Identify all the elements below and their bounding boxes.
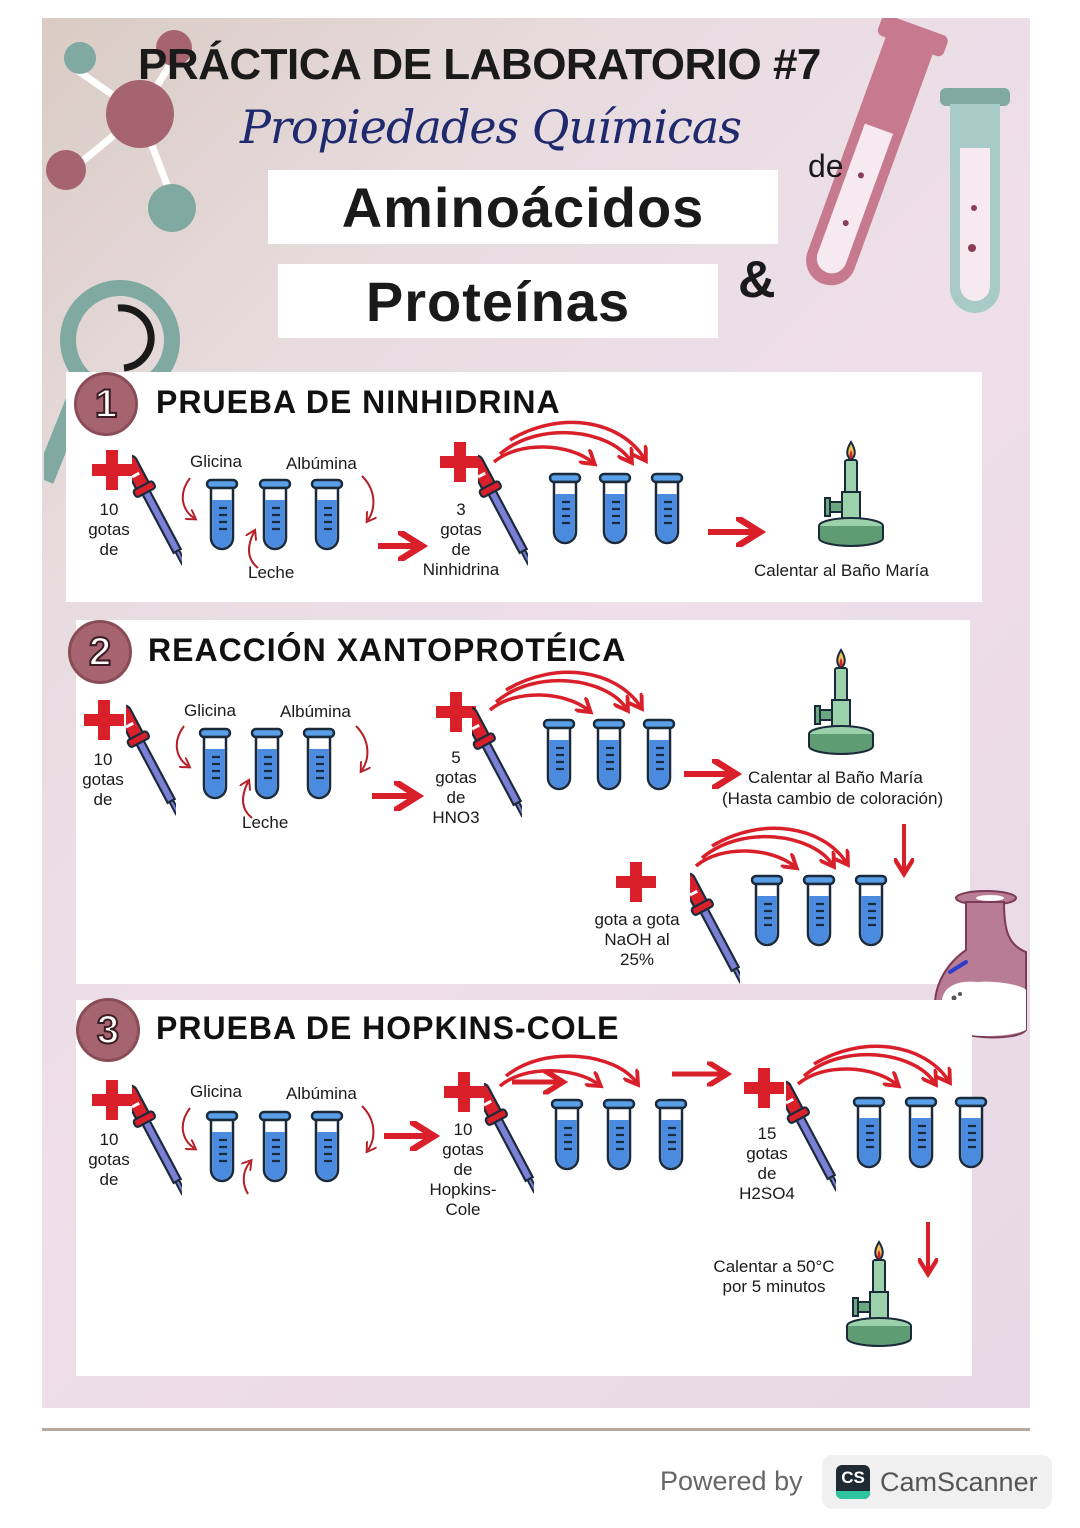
drops-count: 5 <box>451 748 461 767</box>
drops-unit: gotas <box>442 1140 484 1159</box>
drops-count: 10 <box>93 750 113 769</box>
step-badge-1: 1 <box>74 372 138 436</box>
ampersand: & <box>738 251 776 309</box>
bunsen-burner-icon <box>844 1240 914 1355</box>
connector-de: de <box>808 148 844 184</box>
plus-icon <box>444 1072 484 1112</box>
reagent-name: HNO3 <box>432 808 480 827</box>
reagent-concentration: 25% <box>619 950 655 969</box>
test-tube-icon <box>550 1098 584 1174</box>
action-bano-maria: Calentar al Baño María <box>754 561 929 580</box>
drops-count: 15 <box>757 1124 777 1143</box>
label-leche: Leche <box>242 813 289 832</box>
action-note: (Hasta cambio de coloración) <box>722 789 944 808</box>
dropper-icon <box>786 1074 836 1204</box>
label-albumina: Albúmina <box>286 1084 357 1103</box>
drops-count: 10 <box>453 1120 473 1139</box>
drops-unit: gotas <box>746 1144 788 1163</box>
step-badge-2: 2 <box>68 620 132 684</box>
test-tube-icon <box>904 1096 938 1172</box>
powered-by-text: Powered by <box>660 1466 803 1496</box>
drops-of: de <box>99 1170 119 1189</box>
plus-icon <box>92 450 132 490</box>
plus-icon <box>616 862 656 902</box>
section-title-xantoproteica: REACCIÓN XANTOPROTÉICA <box>148 632 627 668</box>
reagent-name: Hopkins- <box>429 1180 497 1199</box>
title-proteinas: Proteínas <box>278 264 718 338</box>
subtitle-script: Propiedades Químicas <box>240 100 742 154</box>
camscanner-brand: CamScanner <box>880 1466 1038 1497</box>
plus-icon <box>744 1068 784 1108</box>
test-tube-icon <box>654 1098 688 1174</box>
label-albumina: Albúmina <box>280 702 351 721</box>
test-tube-icon <box>954 1096 988 1172</box>
drops-unit: gotas <box>435 768 477 787</box>
plus-icon <box>92 1080 132 1120</box>
plus-icon <box>436 692 476 732</box>
heat-duration: por 5 minutos <box>722 1277 826 1296</box>
test-tube-icon <box>852 1096 886 1172</box>
label-glicina: Glicina <box>190 452 242 471</box>
reagent-name: NaOH al <box>604 930 670 949</box>
section-title-ninhidrina: PRUEBA DE NINHIDRINA <box>156 384 561 420</box>
drops-of: de <box>451 540 471 559</box>
label-albumina: Albúmina <box>286 454 357 473</box>
label-glicina: Glicina <box>184 701 236 720</box>
reagent-name: Ninhidrina <box>422 560 500 579</box>
drops-count: 3 <box>456 500 466 519</box>
drops-unit: gotas <box>88 520 130 539</box>
molecule-icon <box>46 30 196 232</box>
plus-icon <box>84 700 124 740</box>
drops-of: de <box>99 540 119 559</box>
drops-of: de <box>93 790 113 809</box>
drops-of: de <box>757 1164 777 1183</box>
drops-of: de <box>453 1160 473 1179</box>
test-tubes-icon <box>806 18 1010 313</box>
title-aminoacidos: Aminoácidos <box>268 170 778 244</box>
drops-count: 10 <box>99 500 119 519</box>
plus-icon <box>440 442 480 482</box>
camscanner-logo-icon: CS <box>836 1465 870 1499</box>
heat-temperature: Calentar a 50°C <box>713 1257 835 1276</box>
drops-unit: gotas <box>88 1150 130 1169</box>
action-bano-maria: Calentar al Baño María <box>748 768 923 787</box>
page-edge <box>42 1428 1030 1431</box>
drops-count: 10 <box>99 1130 119 1149</box>
reagent-name: H2SO4 <box>739 1184 795 1203</box>
section-title-hopkins-cole: PRUEBA DE HOPKINS-COLE <box>156 1010 620 1046</box>
practice-title: PRÁCTICA DE LABORATORIO #7 <box>138 40 821 89</box>
drops-rate: gota a gota <box>594 910 680 929</box>
label-glicina: Glicina <box>190 1082 242 1101</box>
drops-of: de <box>446 788 466 807</box>
drops-unit: gotas <box>440 520 482 539</box>
camscanner-badge[interactable]: CS CamScanner <box>822 1455 1052 1509</box>
drops-unit: gotas <box>82 770 124 789</box>
step-badge-3: 3 <box>76 998 140 1062</box>
reagent-name-cont: Cole <box>445 1200 481 1219</box>
test-tube-icon <box>602 1098 636 1174</box>
label-leche: Leche <box>248 563 295 582</box>
dropper-icon <box>484 1076 534 1206</box>
